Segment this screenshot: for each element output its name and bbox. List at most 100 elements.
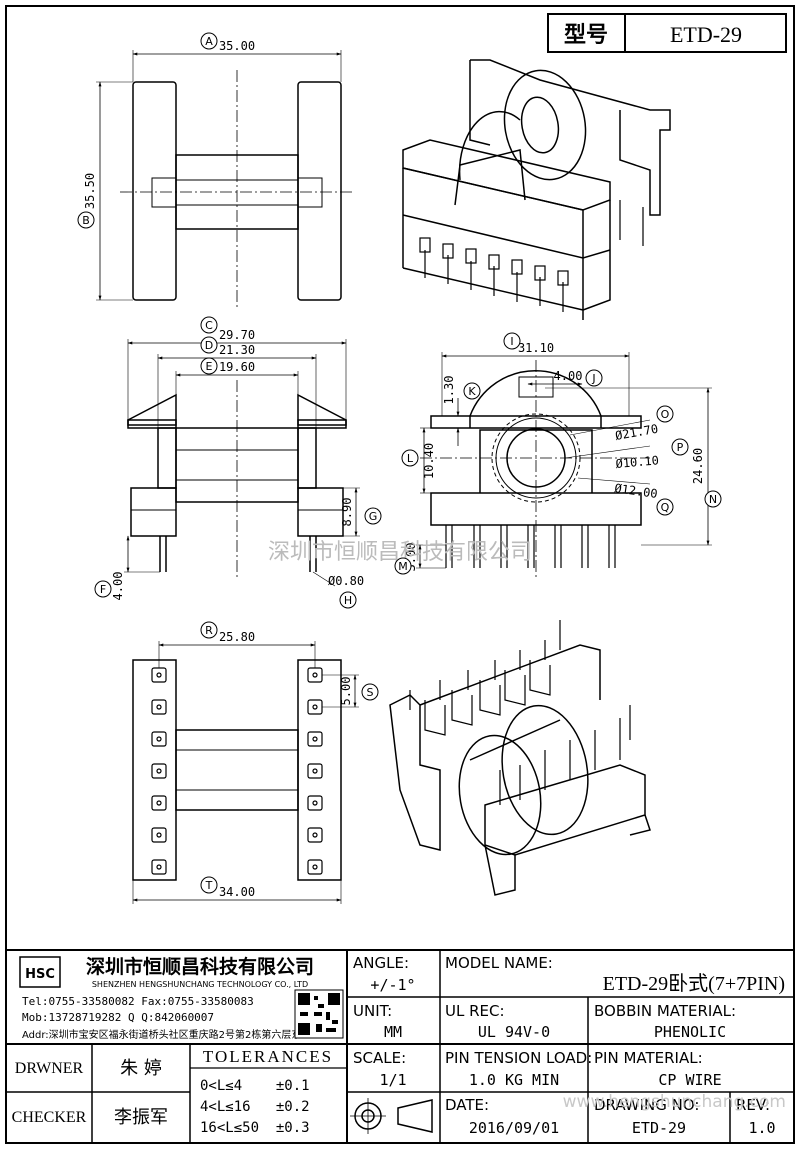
marker-s: S [361,683,379,701]
model-label: 型号 [564,23,608,48]
marker-h: H [339,591,357,609]
model-value: ETD-29 [670,22,742,47]
bobbin-material-label: BOBBIN MATERIAL: [594,1002,736,1020]
dim-k-value: 1.30 [442,376,456,405]
unit-label: UNIT: [353,1002,392,1020]
dim-c-value: 29.70 [219,328,255,342]
svg-text:HSC: HSC [25,967,55,982]
dim-o-value: Ø21.70 [614,422,659,443]
ul-rec-label: UL REC: [445,1002,505,1020]
tolerance-row: 0<L≤4 ±0.1 [200,1078,310,1094]
svg-text:M: M [398,560,408,573]
svg-text:O: O [661,408,670,421]
bobbin-material-value: PHENOLIC [654,1023,726,1041]
marker-q: Q [656,498,674,516]
svg-text:B: B [82,214,90,227]
isometric-view-bottom [389,620,651,896]
svg-text:K: K [468,385,476,398]
marker-i: I [503,332,521,350]
dim-j-value: 4.00 [554,369,583,383]
model-name-label: MODEL NAME: [445,954,553,972]
pin-tension-value: 1.0 KG MIN [469,1071,559,1089]
pin-material-value: CP WIRE [658,1071,721,1089]
title-block [6,949,794,1143]
marker-b: B [77,211,95,229]
drwner-value: 朱 婷 [120,1058,162,1079]
dim-q-value: Ø12.00 [614,481,659,501]
marker-g: G [364,507,382,525]
marker-t: T [200,876,218,894]
svg-text:P: P [677,441,684,454]
marker-e: E [200,357,218,375]
svg-text:R: R [205,624,213,637]
company-tel-fax: Tel:0755-33580082 Fax:0755-33580083 [22,995,254,1008]
pin-material-label: PIN MATERIAL: [594,1049,703,1067]
dim-p-value: Ø10.10 [615,453,659,471]
isometric-view-top [402,59,671,320]
tolerance-row: 4<L≤16 ±0.2 [200,1099,310,1115]
marker-a: A [200,32,218,50]
svg-text:H: H [344,594,352,607]
company-address: Addr:深圳市宝安区福永街道桥头社区重庆路2号第2栋第六层东 [22,1028,301,1041]
svg-text:S: S [367,686,374,699]
front-view [124,339,360,587]
company-logo: HSC [19,956,61,988]
projection-symbol-icon [350,1098,433,1134]
svg-text:F: F [100,583,106,596]
model-header: 型号 ETD-29 [547,13,787,53]
url-watermark: www.hengshunchang.com [563,1092,786,1112]
dim-g-value: 8.90 [340,498,354,527]
drwner-label: DRWNER [15,1060,84,1077]
model-name-value: ETD-29卧式(7+7PIN) [603,972,785,995]
dim-n-value: 24.60 [691,448,705,484]
svg-text:A: A [205,35,213,48]
dim-e-value: 19.60 [219,360,255,374]
tolerance-row: 16<L≤50 ±0.3 [200,1120,310,1136]
dim-d-value: 21.30 [219,343,255,357]
marker-o: O [656,405,674,423]
svg-text:N: N [709,493,717,506]
svg-text:C: C [205,319,213,332]
marker-p: P [671,438,689,456]
bottom-view [132,641,359,904]
svg-text:Q: Q [661,501,670,514]
company-mob-qq: Mob:13728719282 Q Q:842060007 [22,1011,214,1024]
scale-label: SCALE: [353,1049,406,1067]
svg-text:D: D [205,339,213,352]
ul-rec-value: UL 94V-0 [478,1023,550,1041]
angle-label: ANGLE: [353,954,409,972]
dim-a-value: 35.00 [219,39,255,53]
dim-i-value: 31.10 [518,341,554,355]
checker-label: CHECKER [12,1109,87,1126]
company-name-cn: 深圳市恒顺昌科技有限公司 [86,955,314,978]
dim-b-value: 35.50 [83,173,97,209]
sheet-border [5,5,795,1144]
angle-value: +/-1° [370,976,415,994]
dim-s-value: 5.00 [339,677,353,706]
checker-value: 李振军 [114,1107,168,1128]
company-name-en: SHENZHEN HENGSHUNCHANG TECHNOLOGY CO., L… [92,980,308,989]
marker-r: R [200,621,218,639]
dim-f-value: 4.00 [111,572,125,601]
marker-d: D [200,336,218,354]
marker-n: N [704,490,722,508]
scale-value: 1/1 [379,1071,406,1089]
dim-l-value: 10.40 [422,443,436,479]
dim-r-value: 25.80 [219,630,255,644]
marker-j: J [585,369,603,387]
marker-m: M [394,557,412,575]
svg-text:G: G [369,510,378,523]
drawing-no-label: DRAWING NO: [594,1096,700,1114]
side-view [416,352,712,580]
svg-text:T: T [205,879,213,892]
svg-text:E: E [206,360,213,373]
svg-text:L: L [407,452,414,465]
drawing-no-value: ETD-29 [632,1119,686,1137]
qr-code-icon [294,989,344,1039]
marker-c: C [200,316,218,334]
tolerances-title: TOLERANCES [203,1047,333,1066]
pin-tension-label: PIN TENSION LOAD: [445,1049,592,1067]
unit-value: MM [384,1023,402,1041]
svg-text:I: I [510,335,513,348]
